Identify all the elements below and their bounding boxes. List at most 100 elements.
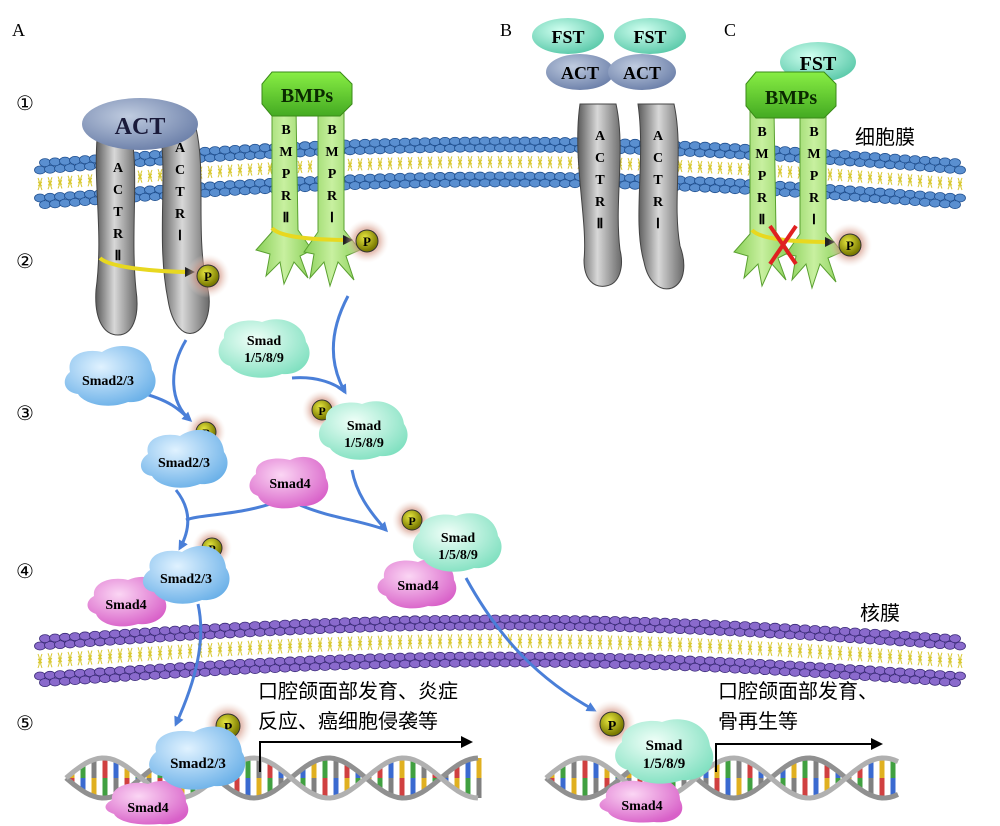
bmps-ligand-c	[745, 71, 837, 119]
receptor-letter: R	[653, 195, 664, 210]
smad1589-protein-complex-4: Smad 1/5/8/9	[412, 513, 502, 572]
nuclear-membrane	[34, 614, 966, 688]
svg-text:Smad: Smad	[646, 738, 683, 754]
svg-text:Smad4: Smad4	[269, 477, 310, 492]
smad4-protein-complex-4b: Smad4	[377, 558, 457, 609]
receptor-letter: R	[809, 191, 820, 206]
smad4-protein-free: Smad4	[249, 456, 329, 509]
receptor-letter: P	[282, 167, 291, 182]
outcome-left-line1: 口腔颌面部发育、炎症	[258, 679, 458, 703]
act-ligand-b1	[546, 54, 614, 90]
receptor-letter: R	[175, 207, 186, 222]
fst-label-b2: FST	[633, 27, 666, 47]
panel-label-a: A	[12, 20, 25, 40]
step-label-5: ⑤	[16, 713, 34, 735]
receptor-letter: C	[595, 151, 605, 166]
receptor-letter: R	[757, 191, 768, 206]
blocked-cross-icon	[768, 224, 798, 266]
receptor-letter: C	[175, 163, 185, 178]
svg-text:Smad4: Smad4	[621, 799, 662, 814]
smad4-protein-dna-left: Smad4	[105, 780, 189, 825]
act-ligand-a	[82, 98, 198, 150]
bmps-label-a: BMPs	[281, 85, 333, 107]
phospho-arrow-bmp-a	[270, 226, 353, 245]
outcome-right-line1: 口腔颌面部发育、	[718, 679, 878, 703]
svg-text:1/5/8/9: 1/5/8/9	[438, 548, 478, 563]
svg-text:Smad4: Smad4	[127, 801, 168, 816]
svg-text:Smad2/3: Smad2/3	[82, 374, 134, 389]
svg-text:Smad: Smad	[347, 419, 381, 434]
svg-text:Smad2/3: Smad2/3	[170, 756, 226, 772]
fst-protein-b1	[532, 18, 604, 54]
receptor-letter: M	[279, 145, 292, 160]
transcription-arrow-left	[259, 736, 473, 772]
step-label-2: ②	[16, 251, 34, 273]
bmps-ligand-a	[261, 71, 353, 117]
step-label-1: ①	[16, 93, 34, 115]
receptor-letter: A	[113, 161, 124, 176]
receptor-letter: T	[595, 173, 605, 188]
panel-label-c: C	[724, 20, 736, 40]
svg-text:P: P	[608, 719, 617, 734]
act-label-a: ACT	[115, 114, 166, 140]
receptor-letter: R	[595, 195, 606, 210]
svg-text:1/5/8/9: 1/5/8/9	[244, 351, 284, 366]
smad1589-protein-phosphorylated: Smad 1/5/8/9	[318, 401, 408, 460]
receptor-letter: P	[328, 167, 337, 182]
act-ligand-b2	[608, 54, 676, 90]
receptor-letter: B	[757, 125, 766, 140]
receptor-letter: R	[281, 189, 292, 204]
smad1589-protein-dna-right: Smad 1/5/8/9	[615, 719, 714, 784]
svg-text:P: P	[318, 404, 325, 418]
svg-text:Smad2/3: Smad2/3	[158, 456, 210, 471]
fst-label-b1: FST	[551, 27, 584, 47]
receptor-letter: Ⅱ	[597, 217, 604, 232]
receptor-letter: P	[810, 169, 819, 184]
smad4-protein-dna-right: Smad4	[599, 778, 683, 823]
svg-text:P: P	[204, 269, 212, 284]
transcription-arrow-right	[715, 738, 883, 772]
receptor-letter: A	[595, 129, 606, 144]
actr2-receptor-a	[95, 127, 138, 336]
receptor-letter: Ⅰ	[656, 217, 660, 232]
phospho-group-bmp-a: P	[345, 219, 389, 263]
bmps-label-c: BMPs	[765, 87, 817, 109]
fst-label-c: FST	[800, 53, 837, 75]
fst-protein-b2	[614, 18, 686, 54]
receptor-letter: Ⅰ	[178, 229, 182, 244]
outcome-right-line2: 骨再生等	[718, 709, 798, 733]
receptor-letter: M	[325, 145, 338, 160]
receptor-letter: Ⅰ	[812, 213, 816, 228]
receptor-letter: T	[653, 173, 663, 188]
actr2-receptor-b	[577, 103, 622, 287]
receptor-letter: M	[807, 147, 820, 162]
receptor-letter: A	[175, 141, 186, 156]
receptor-letter: T	[113, 205, 123, 220]
cell-membrane-label: 细胞膜	[855, 125, 915, 149]
bmpr2-receptor-a	[255, 107, 313, 286]
step-label-3: ③	[16, 403, 34, 425]
receptor-letter: A	[653, 129, 664, 144]
act-label-b2: ACT	[623, 63, 661, 83]
outcome-left-line2: 反应、癌细胞侵袭等	[258, 709, 438, 733]
svg-text:Smad4: Smad4	[397, 579, 438, 594]
receptor-letter: C	[653, 151, 663, 166]
receptor-letter: P	[758, 169, 767, 184]
svg-text:P: P	[408, 514, 415, 528]
receptor-letter: Ⅰ	[330, 211, 334, 226]
act-label-b1: ACT	[561, 63, 599, 83]
phospho-arrow-a	[98, 256, 195, 277]
receptor-letter: Ⅱ	[759, 213, 766, 228]
phospho-arrow-c	[750, 228, 835, 247]
receptor-letter: Ⅱ	[283, 211, 290, 226]
step-label-4: ④	[16, 561, 34, 583]
nuclear-membrane-label: 核膜	[860, 601, 900, 625]
receptor-letter: B	[281, 123, 290, 138]
